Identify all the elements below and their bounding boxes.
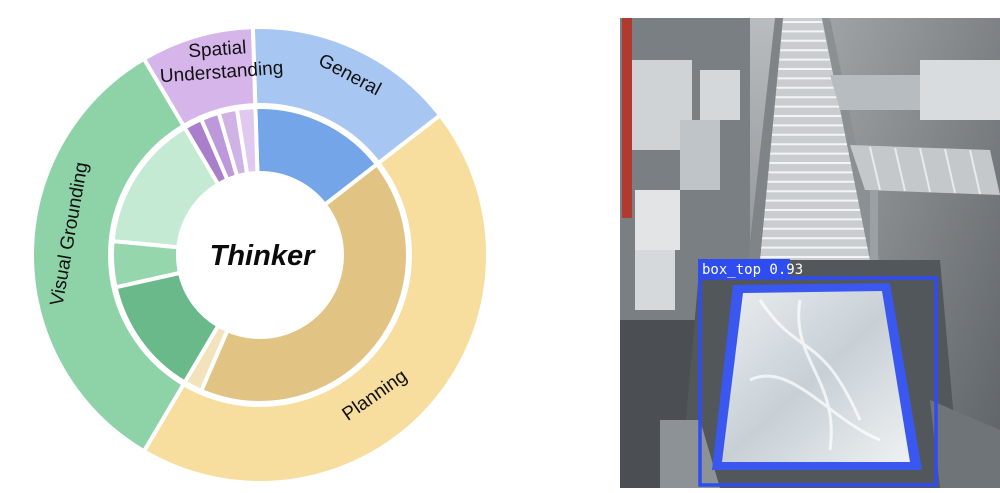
detection-box bbox=[698, 276, 938, 487]
label-spatial-line1: Spatial bbox=[188, 37, 247, 62]
thinker-sunburst-chart: Thinker General Planning Visual Groundin… bbox=[30, 25, 490, 485]
detection-label: box_top 0.93 bbox=[702, 262, 803, 278]
center-hole bbox=[178, 173, 342, 337]
outer-ring bbox=[30, 25, 490, 485]
photo-content bbox=[620, 18, 1000, 488]
center-label: Thinker bbox=[210, 240, 316, 272]
detection-tag bbox=[698, 259, 790, 279]
